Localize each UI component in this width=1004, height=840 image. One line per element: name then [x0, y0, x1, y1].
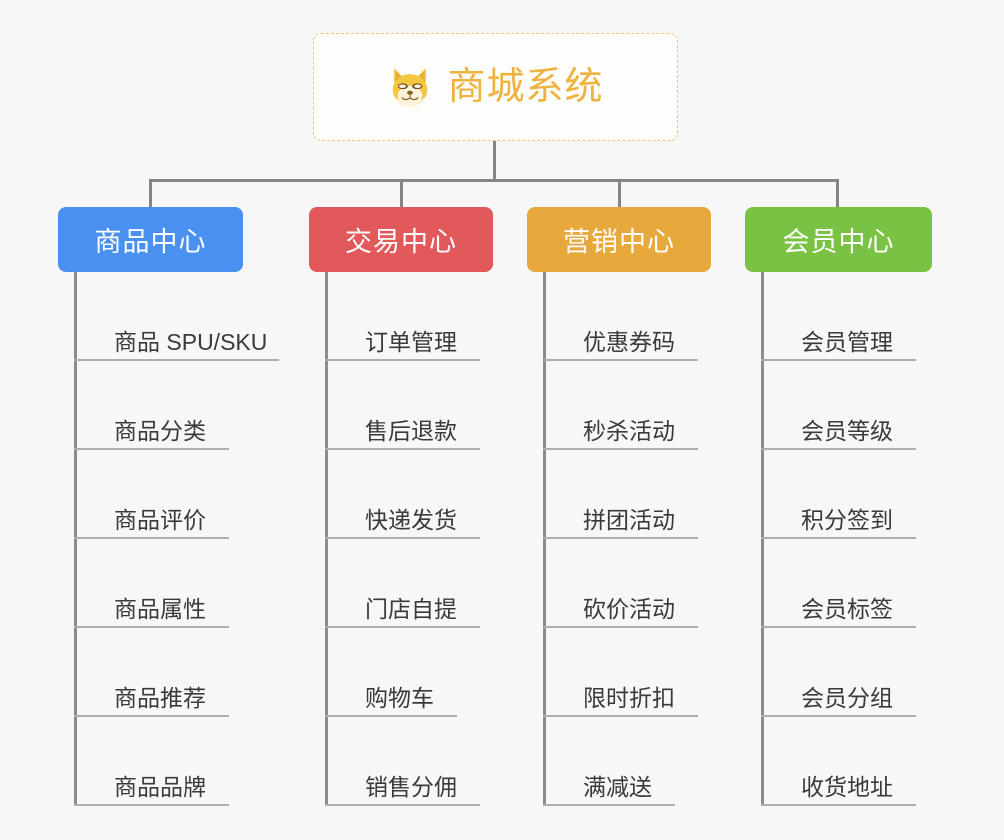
leaf-item[interactable]: 秒杀活动 — [543, 361, 698, 450]
leaf-item[interactable]: 拼团活动 — [543, 450, 698, 539]
leaf-rule — [761, 804, 916, 806]
leaf-label: 会员分组 — [801, 684, 893, 711]
leaf-label: 商品属性 — [114, 595, 206, 622]
leaf-label: 商品评价 — [114, 506, 206, 533]
leaf-item[interactable]: 商品 SPU/SKU — [74, 272, 279, 361]
leaf-rule — [543, 537, 698, 539]
leaf-item[interactable]: 会员分组 — [761, 628, 916, 717]
branch-label: 会员中心 — [782, 227, 895, 257]
leaf-rule — [74, 448, 229, 450]
connector-drop-4 — [836, 179, 839, 209]
leaf-rule — [761, 626, 916, 628]
leaf-item[interactable]: 门店自提 — [325, 539, 480, 628]
leaf-rule — [761, 715, 916, 717]
leaf-rule — [325, 626, 480, 628]
root-title: 商城系统 — [447, 66, 604, 108]
branch-trunk — [543, 272, 546, 806]
leaf-label: 销售分佣 — [365, 773, 457, 800]
leaf-label: 砍价活动 — [583, 595, 675, 622]
leaf-label: 商品 SPU/SKU — [114, 328, 268, 355]
leaf-item[interactable]: 砍价活动 — [543, 539, 698, 628]
leaf-rule — [325, 448, 480, 450]
leaf-list-product-center: 商品 SPU/SKU 商品分类 商品评价 商品属性 商品推荐 商品品牌 — [74, 272, 279, 806]
leaf-label: 收货地址 — [801, 773, 893, 800]
leaf-label: 会员管理 — [801, 328, 893, 355]
leaf-label: 积分签到 — [801, 506, 893, 533]
leaf-list-member-center: 会员管理 会员等级 积分签到 会员标签 会员分组 收货地址 — [761, 272, 916, 806]
leaf-list-trade-center: 订单管理 售后退款 快递发货 门店自提 购物车 销售分佣 — [325, 272, 480, 806]
leaf-item[interactable]: 收货地址 — [761, 717, 916, 806]
branch-trunk — [74, 272, 77, 806]
leaf-rule — [543, 626, 698, 628]
leaf-item[interactable]: 会员等级 — [761, 361, 916, 450]
leaf-item[interactable]: 会员标签 — [761, 539, 916, 628]
leaf-label: 限时折扣 — [583, 684, 675, 711]
leaf-label: 门店自提 — [365, 595, 457, 622]
leaf-item[interactable]: 满减送 — [543, 717, 675, 806]
branch-label: 营销中心 — [563, 227, 675, 257]
branch-header-member-center[interactable]: 会员中心 — [745, 207, 932, 272]
leaf-rule — [325, 537, 480, 539]
leaf-label: 快递发货 — [365, 506, 457, 533]
leaf-rule — [761, 537, 916, 539]
leaf-item[interactable]: 售后退款 — [325, 361, 480, 450]
branch-header-marketing-center[interactable]: 营销中心 — [527, 207, 711, 272]
leaf-item[interactable]: 订单管理 — [325, 272, 480, 361]
leaf-label: 订单管理 — [365, 328, 457, 355]
leaf-list-marketing-center: 优惠券码 秒杀活动 拼团活动 砍价活动 限时折扣 满减送 — [543, 272, 698, 806]
leaf-rule — [325, 359, 480, 361]
leaf-label: 秒杀活动 — [583, 417, 675, 444]
connector-drop-1 — [149, 179, 152, 209]
connector-drop-2 — [400, 179, 403, 209]
leaf-item[interactable]: 商品推荐 — [74, 628, 267, 717]
leaf-rule — [761, 359, 916, 361]
leaf-label: 拼团活动 — [583, 506, 675, 533]
leaf-rule — [543, 359, 698, 361]
leaf-rule — [74, 715, 229, 717]
leaf-label: 满减送 — [583, 773, 652, 800]
leaf-rule — [74, 359, 279, 361]
branch-label: 交易中心 — [345, 227, 457, 257]
leaf-item[interactable]: 限时折扣 — [543, 628, 698, 717]
leaf-rule — [543, 448, 698, 450]
leaf-item[interactable]: 优惠券码 — [543, 272, 698, 361]
leaf-item[interactable]: 积分签到 — [761, 450, 916, 539]
leaf-rule — [543, 804, 675, 806]
leaf-rule — [74, 626, 229, 628]
branch-header-trade-center[interactable]: 交易中心 — [309, 207, 493, 272]
leaf-item[interactable]: 快递发货 — [325, 450, 480, 539]
shiba-dog-icon — [393, 68, 428, 108]
leaf-item[interactable]: 购物车 — [325, 628, 457, 717]
leaf-rule — [325, 804, 480, 806]
leaf-item[interactable]: 商品评价 — [74, 450, 267, 539]
connector-horizontal-bus — [150, 179, 839, 182]
leaf-label: 购物车 — [365, 684, 434, 711]
leaf-item[interactable]: 销售分佣 — [325, 717, 480, 806]
leaf-rule — [74, 537, 229, 539]
branch-trunk — [325, 272, 328, 806]
branch-header-product-center[interactable]: 商品中心 — [58, 207, 243, 272]
connector-drop-3 — [618, 179, 621, 209]
connector-root-stem — [493, 141, 496, 181]
leaf-item[interactable]: 商品品牌 — [74, 717, 267, 806]
branch-trunk — [761, 272, 764, 806]
leaf-label: 商品品牌 — [114, 773, 206, 800]
leaf-label: 售后退款 — [365, 417, 457, 444]
leaf-rule — [325, 715, 457, 717]
leaf-label: 会员等级 — [801, 417, 893, 444]
leaf-rule — [74, 804, 229, 806]
leaf-rule — [543, 715, 698, 717]
leaf-item[interactable]: 商品分类 — [74, 361, 267, 450]
leaf-item[interactable]: 会员管理 — [761, 272, 916, 361]
leaf-label: 优惠券码 — [583, 328, 675, 355]
branch-label: 商品中心 — [94, 227, 207, 257]
leaf-label: 商品推荐 — [114, 684, 206, 711]
root-node[interactable]: 商城系统 — [313, 33, 678, 141]
leaf-item[interactable]: 商品属性 — [74, 539, 267, 628]
leaf-rule — [761, 448, 916, 450]
leaf-label: 商品分类 — [114, 417, 206, 444]
leaf-label: 会员标签 — [801, 595, 893, 622]
